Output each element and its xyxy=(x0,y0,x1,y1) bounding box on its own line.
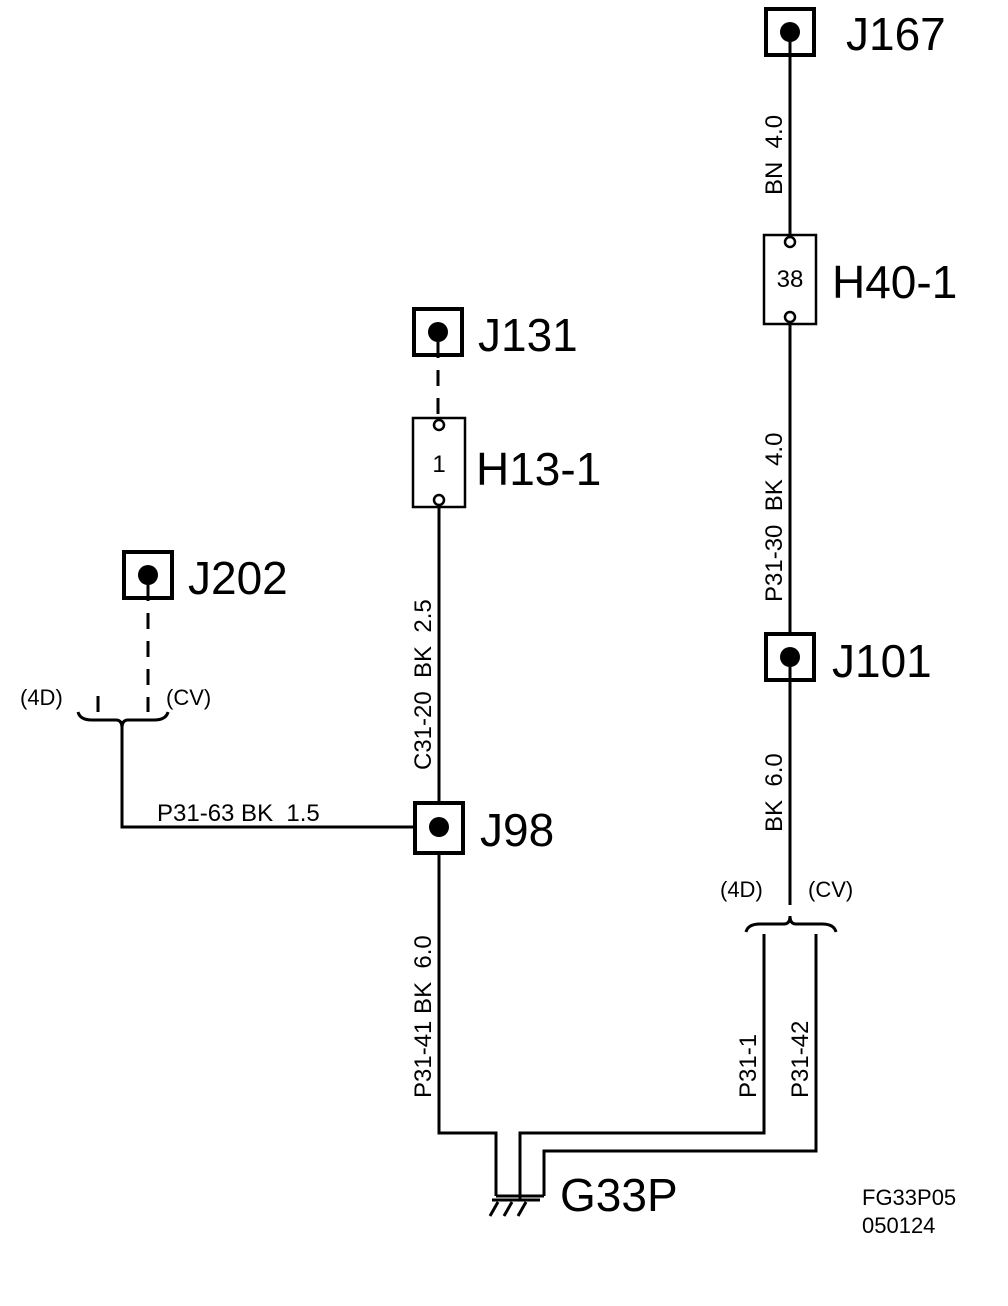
h40-1-pin-number: 38 xyxy=(777,266,804,293)
ground-hatch-3 xyxy=(516,1201,528,1217)
j131-terminal-dot xyxy=(428,322,448,342)
ground-hatch-1 xyxy=(488,1201,500,1217)
left-branch: J202 (4D) (CV) P31-63 BK 1.5 xyxy=(20,550,415,829)
h13-1-label: H13-1 xyxy=(476,443,601,495)
j167-terminal-dot xyxy=(780,22,800,42)
j98-label: J98 xyxy=(480,804,554,856)
wire-j98-ground-label: P31-41 BK 6.0 xyxy=(410,935,437,1098)
wire-j101-split-label: BK 6.0 xyxy=(761,753,788,832)
right-variant-cv-label: (CV) xyxy=(808,877,853,902)
h40-1-bottom-pin xyxy=(783,310,797,324)
wire-j202-j98-label: P31-63 BK 1.5 xyxy=(157,800,320,827)
wire-j202-j98[interactable] xyxy=(120,728,415,829)
h13-1-connector[interactable] xyxy=(411,416,467,509)
figure-id-date: 050124 xyxy=(862,1213,935,1238)
j202-label: J202 xyxy=(188,552,288,604)
j167-label: J167 xyxy=(846,8,946,60)
j98-terminal-dot xyxy=(429,817,449,837)
h13-1-bottom-pin xyxy=(432,493,446,507)
ground-hatch-2 xyxy=(502,1201,514,1217)
figure-id: FG33P05 050124 xyxy=(862,1185,956,1238)
left-variant-brace xyxy=(76,711,170,729)
j131-label: J131 xyxy=(478,309,578,361)
figure-id-code: FG33P05 xyxy=(862,1185,956,1210)
ground-point: G33P xyxy=(488,1169,678,1221)
right-variant-brace xyxy=(744,915,838,933)
right-branch: J167 BN 4.0 38 H40-1 P31-30 BK 4.0 J101 … xyxy=(518,7,957,1196)
middle-branch: J131 1 H13-1 C31-20 BK 2.5 J98 P31-41 BK… xyxy=(410,307,601,1196)
h40-1-connector[interactable] xyxy=(762,233,818,326)
wire-h40-j101-label: P31-30 BK 4.0 xyxy=(761,433,788,602)
left-variant-4d-label: (4D) xyxy=(20,685,63,710)
wire-h13-j98-label: C31-20 BK 2.5 xyxy=(410,599,437,770)
h40-1-label: H40-1 xyxy=(832,256,957,308)
left-variant-cv-label: (CV) xyxy=(166,685,211,710)
wire-j98-ground[interactable] xyxy=(437,852,498,1196)
wire-right-4d-branch[interactable] xyxy=(518,934,766,1196)
h13-1-top-pin xyxy=(432,418,446,432)
j202-terminal-dot xyxy=(138,565,158,585)
wire-right-4d-label: P31-1 xyxy=(735,1034,762,1098)
right-variant-4d-label: (4D) xyxy=(720,877,763,902)
wire-right-cv-branch[interactable] xyxy=(542,934,818,1196)
wire-right-cv-label: P31-42 xyxy=(787,1021,814,1098)
j101-label: J101 xyxy=(832,635,932,687)
h40-1-top-pin xyxy=(783,235,797,249)
ground-label: G33P xyxy=(560,1169,678,1221)
wire-j167-h40-label: BN 4.0 xyxy=(761,115,788,195)
j101-terminal-dot xyxy=(780,647,800,667)
h13-1-pin-number: 1 xyxy=(432,451,445,478)
